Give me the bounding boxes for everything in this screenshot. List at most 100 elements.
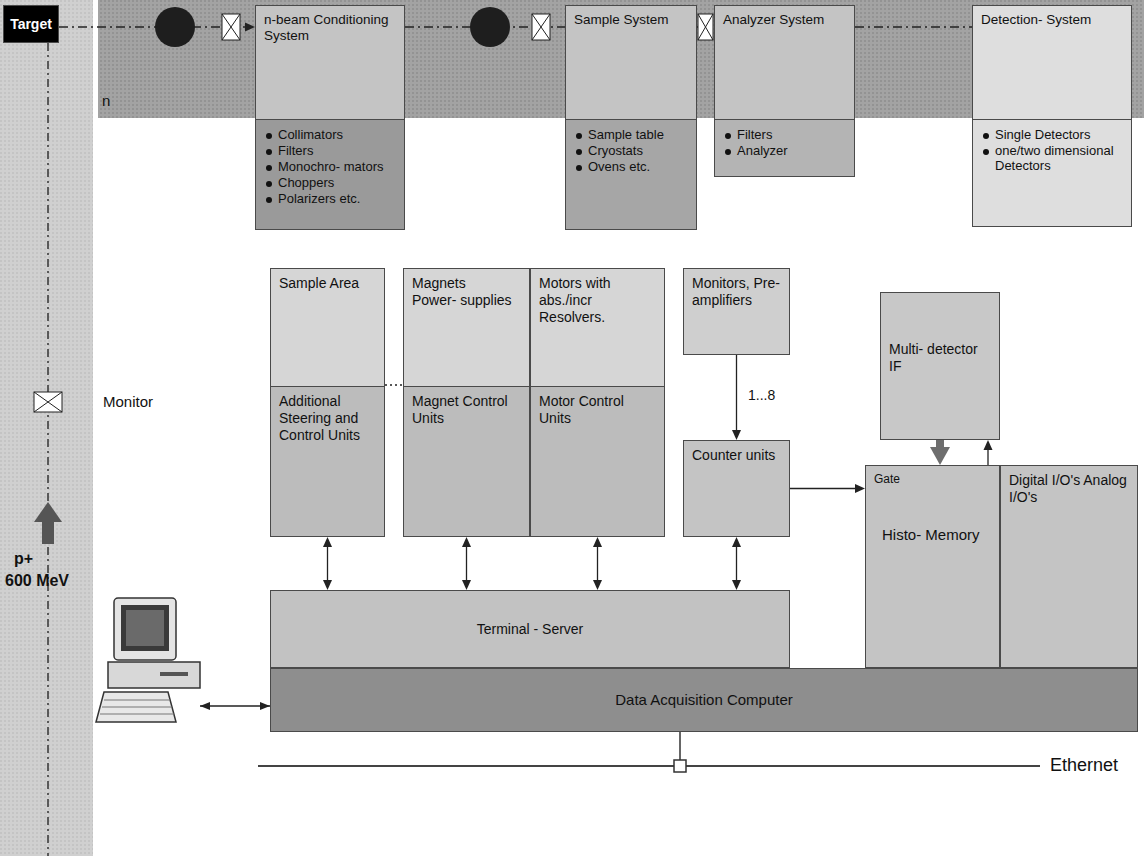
computer-bar: Data Acquisition Computer — [270, 668, 1138, 732]
shutter-box — [222, 14, 240, 40]
gate-label: Gate — [874, 472, 991, 486]
shutter-box — [532, 14, 550, 40]
box-section: Monitors, Pre- amplifiers — [684, 269, 789, 354]
neutron-lens — [155, 7, 195, 47]
data-flow-arrow — [936, 440, 944, 447]
shutter-cross — [532, 14, 550, 40]
box-section: CollimatorsFiltersMonochro- matorsChoppe… — [256, 119, 404, 229]
component-item: Sample table — [574, 128, 688, 143]
box-label: Motors with abs./incr Resolvers. — [539, 275, 656, 325]
signal-connector — [736, 355, 737, 430]
box-section: n-beam Conditioning System — [256, 6, 404, 119]
control-unit-box: Sample AreaAdditional Steering and Contr… — [270, 268, 385, 537]
box-section: Sample Area — [271, 269, 384, 386]
box-section: Magnet Control Units — [404, 386, 529, 536]
monitor-screen — [121, 605, 169, 651]
counter-box: Counter units — [683, 440, 790, 537]
memory-box: GateHisto- Memory — [865, 465, 1000, 668]
signal-connector — [987, 450, 988, 465]
beam-shutter — [698, 14, 713, 40]
component-item: Analyzer — [723, 144, 846, 159]
monitor-cross — [34, 392, 62, 412]
box-label: Monitors, Pre- amplifiers — [692, 275, 781, 309]
console-link — [200, 705, 270, 707]
shutter-box — [698, 14, 713, 40]
box-section: Detection- System — [973, 6, 1131, 119]
box-section: Multi- detector IF — [881, 293, 999, 439]
subsystem-title: Detection- System — [981, 12, 1123, 28]
component-item: Single Detectors — [981, 128, 1123, 143]
signal-connector — [736, 547, 737, 580]
box-section: FiltersAnalyzer — [715, 119, 854, 176]
box-section: Motor Control Units — [531, 386, 664, 536]
ethernet-line — [258, 765, 1040, 767]
proton-beam-strip — [0, 0, 93, 856]
screen-glare — [126, 610, 164, 646]
dotted-link — [385, 384, 403, 385]
interface-box: Multi- detector IF — [880, 292, 1000, 440]
subsystem-title: Sample System — [574, 12, 688, 28]
box-section: Target — [4, 6, 58, 42]
neutron-lens — [470, 7, 510, 47]
monitor-box: Monitors, Pre- amplifiers — [683, 268, 790, 355]
neutron-symbol: n — [102, 92, 110, 109]
component-item: Filters — [264, 144, 396, 159]
signal-connector — [597, 547, 598, 580]
keyboard-keys — [100, 700, 174, 714]
shutter-cross — [222, 14, 240, 40]
box-label: Magnet Control Units — [412, 393, 521, 427]
computer-base — [108, 662, 200, 688]
arrow-shaft — [42, 520, 54, 544]
component-item: one/two dimensional Detectors — [981, 144, 1123, 174]
box-label: Magnets — [412, 275, 521, 292]
proton-arrow — [34, 502, 62, 544]
subsystem-box: Sample SystemSample tableCryostatsOvens … — [565, 5, 697, 230]
box-section: MagnetsPower- supplies — [404, 269, 529, 386]
ethernet-tap — [674, 760, 686, 772]
box-section: Additional Steering and Control Units — [271, 386, 384, 536]
box-section: Terminal - Server — [271, 591, 789, 667]
control-unit-box: Motors with abs./incr Resolvers. Motor Co… — [530, 268, 665, 537]
box-label: Additional Steering and Control Units — [279, 393, 376, 443]
subsystem-title: Analyzer System — [723, 12, 846, 28]
monitor-case — [114, 598, 176, 660]
neutron-beam-path — [59, 26, 245, 28]
io-box: Digital I/O's Analog I/O's — [1000, 465, 1138, 668]
energy-label: 600 MeV — [5, 572, 69, 590]
target-box: Target — [3, 5, 59, 43]
shutter-cross — [698, 14, 713, 40]
monitor-box — [34, 392, 62, 412]
box-label: Multi- detector IF — [889, 341, 991, 375]
beam-shutter — [222, 14, 240, 40]
subsystem-box: Analyzer SystemFiltersAnalyzer — [714, 5, 855, 177]
box-label: Motor Control Units — [539, 393, 656, 427]
signal-connector — [790, 488, 855, 489]
server-bar: Terminal - Server — [270, 590, 790, 668]
component-item: Choppers — [264, 176, 396, 191]
network-label: Ethernet — [1050, 755, 1118, 776]
box-label: Target — [10, 16, 52, 33]
component-item: Polarizers etc. — [264, 192, 396, 207]
particle-label: p+ — [14, 550, 33, 568]
box-section: Digital I/O's Analog I/O's — [1001, 466, 1137, 667]
subsystem-box: n-beam Conditioning SystemCollimatorsFil… — [255, 5, 405, 230]
keyboard — [96, 692, 176, 722]
control-unit-box: MagnetsPower- suppliesMagnet Control Uni… — [403, 268, 530, 537]
box-section: GateHisto- Memory — [866, 466, 999, 667]
box-section: Single Detectorsone/two dimensional Dete… — [973, 119, 1131, 226]
box-label: Data Acquisition Computer — [615, 691, 793, 709]
component-item: Ovens etc. — [574, 160, 688, 175]
beam-shutter — [532, 14, 550, 40]
subsystem-box: Detection- SystemSingle Detectorsone/two… — [972, 5, 1132, 227]
box-section: Analyzer System — [715, 6, 854, 119]
arrow-head — [34, 502, 62, 522]
box-section: Data Acquisition Computer — [271, 669, 1137, 731]
box-label: Terminal - Server — [477, 621, 584, 638]
neutron-beam-path — [855, 26, 972, 28]
signal-connector — [466, 547, 467, 580]
subsystem-title: n-beam Conditioning System — [264, 12, 396, 44]
component-item: Monochro- mators — [264, 160, 396, 175]
component-item: Collimators — [264, 128, 396, 143]
component-item: Cryostats — [574, 144, 688, 159]
box-label: Power- supplies — [412, 292, 521, 309]
